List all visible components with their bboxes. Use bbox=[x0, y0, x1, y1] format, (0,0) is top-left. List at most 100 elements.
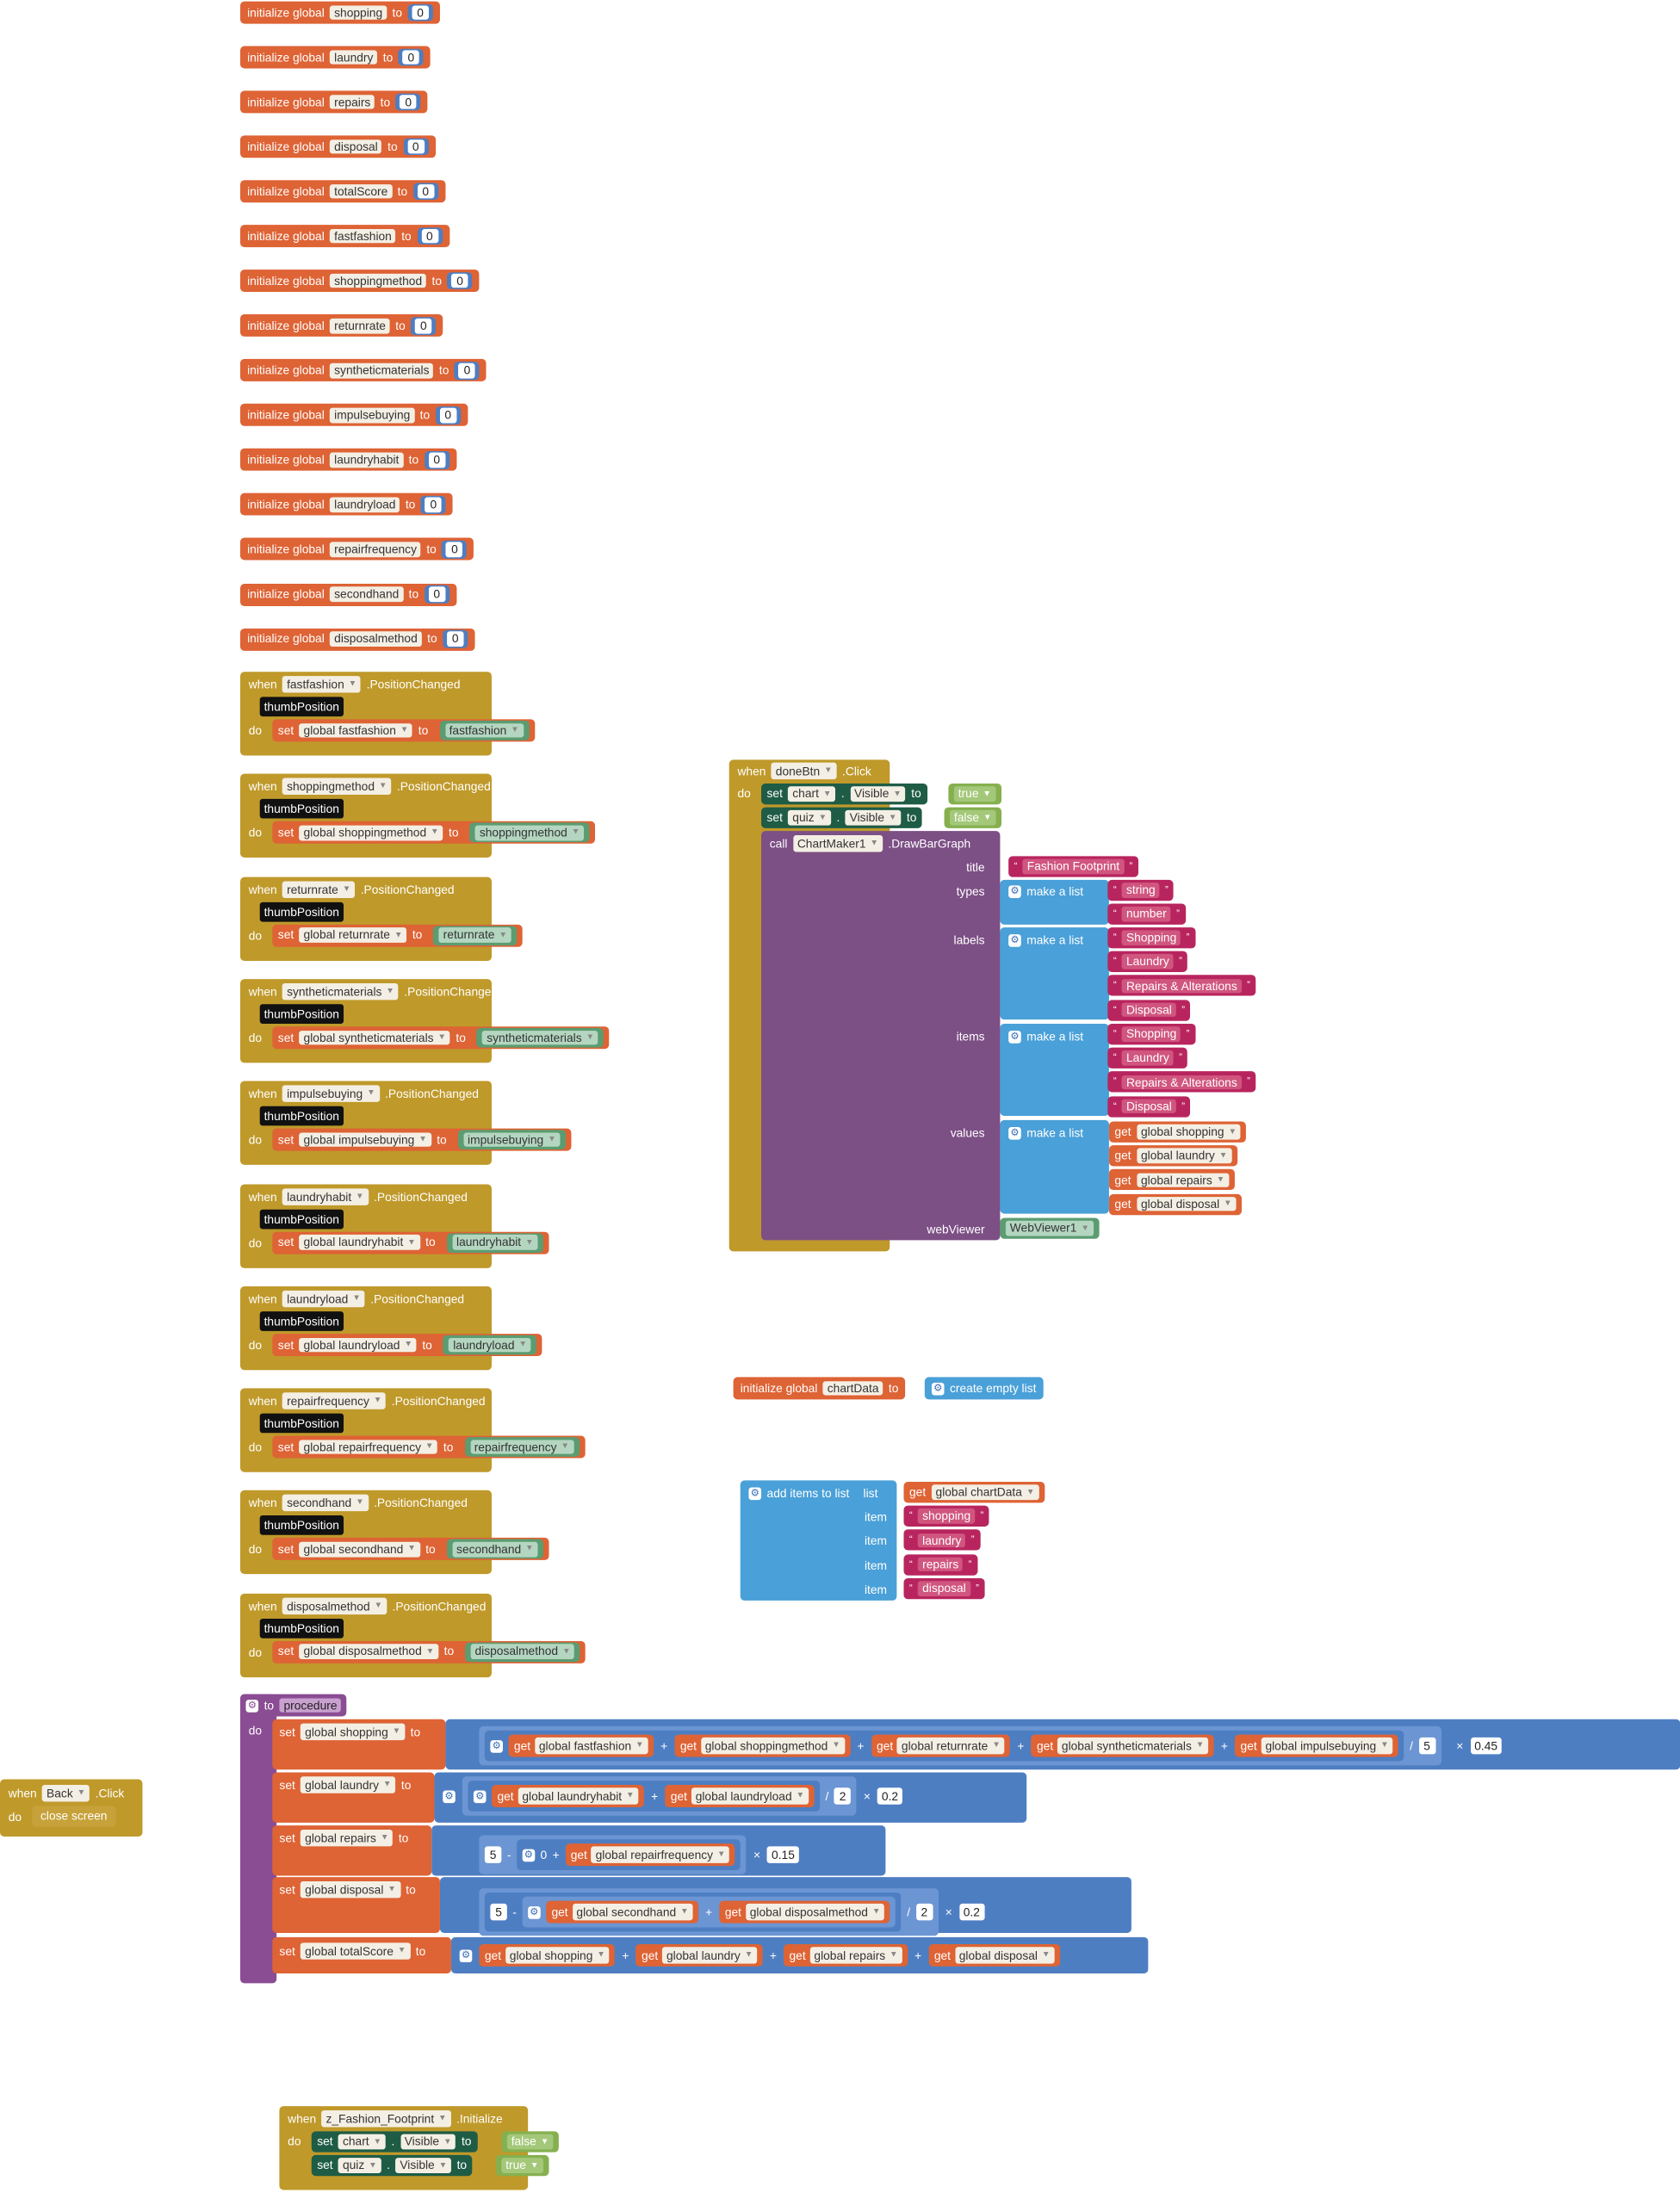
component-dropdown[interactable]: fastfashion▼ bbox=[444, 722, 524, 738]
thumbposition-parameter[interactable]: thumbPosition bbox=[259, 1106, 344, 1126]
variable-name-field[interactable]: repairs bbox=[330, 95, 375, 110]
text-field[interactable]: Repairs & Alterations bbox=[1122, 1075, 1242, 1090]
variable-dropdown[interactable]: global laundryload▼ bbox=[691, 1787, 809, 1805]
variable-name-field[interactable]: fastfashion bbox=[330, 228, 396, 244]
number-field[interactable]: 0 bbox=[428, 586, 445, 602]
thumbposition-parameter[interactable]: thumbPosition bbox=[259, 1208, 344, 1229]
variable-name-field[interactable]: repairfrequency bbox=[330, 542, 421, 557]
text-field[interactable]: Repairs & Alterations bbox=[1122, 978, 1242, 994]
get-global-repairfrequency[interactable]: get global repairfrequency▼ bbox=[565, 1843, 735, 1867]
property-dropdown[interactable]: Visible▼ bbox=[845, 810, 902, 826]
variable-name-field[interactable]: impulsebuying bbox=[330, 407, 415, 423]
variable-dropdown[interactable]: global shoppingmethod▼ bbox=[299, 825, 443, 840]
thumbposition-parameter[interactable]: thumbPosition bbox=[259, 697, 344, 717]
variable-dropdown[interactable]: global laundryload▼ bbox=[299, 1337, 417, 1353]
procedure-block[interactable] bbox=[240, 1694, 277, 1984]
variable-dropdown[interactable]: global laundryhabit▼ bbox=[518, 1787, 639, 1805]
text-field[interactable]: laundry bbox=[918, 1533, 966, 1548]
slider-value-getter[interactable]: fastfashion▼ bbox=[439, 721, 530, 740]
variable-name-field[interactable]: totalScore bbox=[330, 183, 393, 199]
variable-dropdown[interactable]: global laundry▼ bbox=[662, 1947, 758, 1964]
call-drawbargraph[interactable] bbox=[761, 831, 1001, 1241]
number-block[interactable]: 0 bbox=[435, 406, 461, 424]
text-field[interactable]: number bbox=[1122, 907, 1171, 922]
set-chart-visible-init[interactable]: set chart▼ . Visible▼ to bbox=[311, 2131, 477, 2153]
variable-dropdown[interactable]: global laundryhabit▼ bbox=[299, 1235, 420, 1250]
thumbposition-parameter[interactable]: thumbPosition bbox=[259, 1618, 344, 1639]
variable-dropdown[interactable]: global returnrate▼ bbox=[897, 1737, 1005, 1755]
variable-dropdown[interactable]: global impulsebuying▼ bbox=[1261, 1737, 1393, 1755]
number-field[interactable]: 0 bbox=[428, 452, 445, 468]
variable-dropdown[interactable]: global returnrate▼ bbox=[299, 927, 407, 943]
variable-name-field[interactable]: laundry bbox=[330, 50, 378, 65]
set-quiz-visible[interactable]: set quiz▼ . Visible▼ to bbox=[761, 807, 922, 828]
component-dropdown[interactable]: impulsebuying▼ bbox=[282, 1085, 380, 1103]
thumbposition-parameter[interactable]: thumbPosition bbox=[259, 799, 344, 820]
variable-dropdown[interactable]: global disposal▼ bbox=[1137, 1196, 1237, 1211]
component-dropdown[interactable]: quiz▼ bbox=[338, 2158, 381, 2173]
number-block[interactable]: 0 bbox=[424, 585, 449, 604]
component-dropdown[interactable]: secondhand▼ bbox=[452, 1542, 538, 1558]
component-dropdown[interactable]: laundryhabit▼ bbox=[452, 1235, 538, 1250]
close-screen-block[interactable]: close screen bbox=[32, 1806, 116, 1827]
number-field[interactable]: 0 bbox=[421, 228, 438, 244]
component-dropdown[interactable]: laundryhabit▼ bbox=[282, 1187, 369, 1205]
number-field[interactable]: 0 bbox=[451, 273, 468, 288]
gear-icon[interactable]: ⚙ bbox=[1008, 1126, 1021, 1139]
gear-icon[interactable]: ⚙ bbox=[1008, 1030, 1021, 1043]
gear-icon[interactable]: ⚙ bbox=[1008, 884, 1021, 898]
text-field[interactable]: string bbox=[1122, 883, 1160, 898]
text-field[interactable]: disposal bbox=[918, 1581, 970, 1596]
gear-icon[interactable]: ⚙ bbox=[748, 1486, 762, 1500]
text-block-label[interactable]: “Laundry” bbox=[1107, 951, 1188, 973]
number-field[interactable]: 0 bbox=[458, 362, 476, 378]
component-dropdown[interactable]: z_Fashion_Footprint▼ bbox=[321, 2109, 451, 2128]
number-field[interactable]: 0 bbox=[402, 50, 420, 65]
number-block[interactable]: 0 bbox=[420, 496, 447, 514]
variable-dropdown[interactable]: global repairs▼ bbox=[301, 1829, 394, 1847]
variable-name-field[interactable]: disposal bbox=[330, 139, 382, 155]
component-dropdown[interactable]: shoppingmethod▼ bbox=[282, 777, 392, 796]
text-block-type[interactable]: “string” bbox=[1107, 879, 1175, 901]
variable-dropdown[interactable]: global secondhand▼ bbox=[572, 1903, 693, 1921]
variable-dropdown[interactable]: global repairfrequency▼ bbox=[299, 1440, 438, 1455]
gear-icon[interactable]: ⚙ bbox=[522, 1848, 536, 1862]
number-field[interactable]: 0.2 bbox=[877, 1787, 902, 1805]
text-field[interactable]: repairs bbox=[918, 1557, 964, 1572]
component-dropdown[interactable]: secondhand▼ bbox=[282, 1495, 369, 1512]
true-block-init[interactable]: true▼ bbox=[495, 2154, 549, 2177]
number-field[interactable]: 2 bbox=[915, 1903, 933, 1921]
component-dropdown[interactable]: chart▼ bbox=[788, 786, 836, 802]
variable-name-field[interactable]: syntheticmaterials bbox=[330, 362, 434, 378]
component-dropdown[interactable]: disposalmethod▼ bbox=[282, 1597, 387, 1614]
component-dropdown[interactable]: returnrate▼ bbox=[438, 927, 511, 943]
gear-icon[interactable]: ⚙ bbox=[1008, 933, 1021, 946]
slider-value-getter[interactable]: shoppingmethod▼ bbox=[469, 822, 590, 843]
set-quiz-visible-init[interactable]: set quiz▼ . Visible▼ to bbox=[311, 2154, 473, 2177]
component-dropdown[interactable]: doneBtn▼ bbox=[771, 762, 837, 780]
variable-dropdown[interactable]: global fastfashion▼ bbox=[299, 722, 413, 738]
slider-value-getter[interactable]: laundryhabit▼ bbox=[446, 1232, 544, 1253]
procedure-name-field[interactable]: procedure bbox=[279, 1698, 342, 1713]
number-block[interactable]: 0 bbox=[424, 451, 449, 469]
